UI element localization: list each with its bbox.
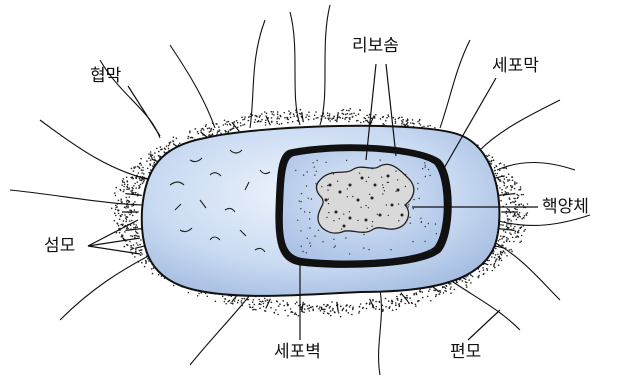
label-flagellum: 편모 [450,344,481,361]
nucleoid [316,164,413,233]
label-cell-membrane: 세포막 [492,58,539,75]
label-ribosome: 리보솜 [352,38,399,55]
label-capsule: 협막 [90,68,121,85]
label-pili: 섬모 [44,238,75,255]
label-cell-wall: 세포벽 [274,344,321,361]
label-nucleoid: 핵양체 [542,199,589,216]
